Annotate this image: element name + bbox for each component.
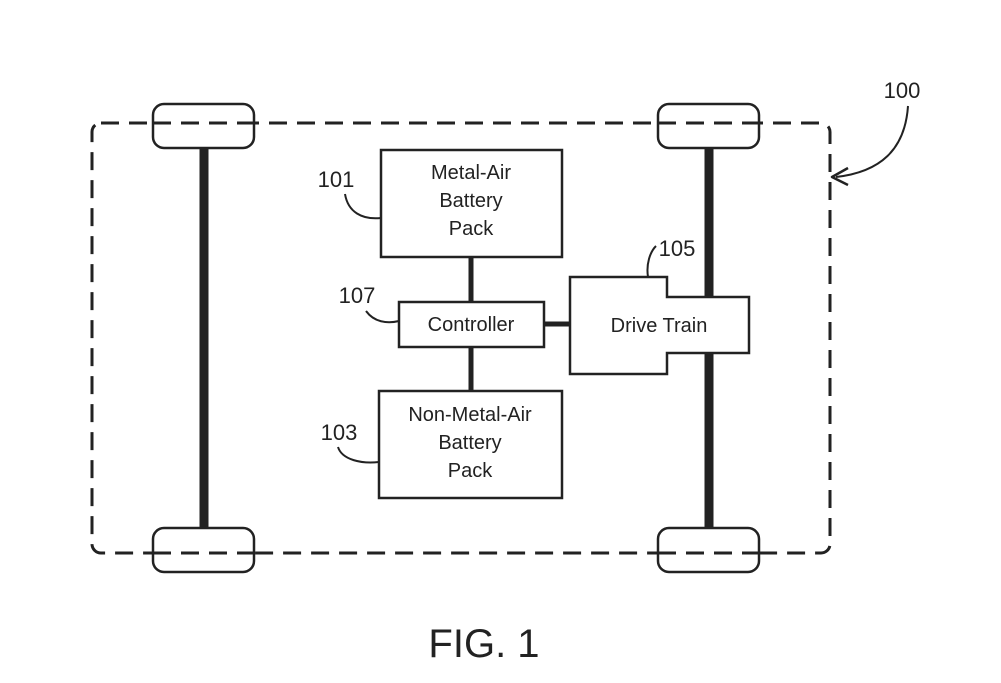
ref-label-105: 105	[659, 236, 696, 261]
leader-101	[344, 193, 382, 220]
metal-air-battery-label-2: Battery	[439, 190, 502, 212]
wheel-rear-top	[656, 102, 761, 150]
non-metal-air-battery-label-1: Non-Metal-Air	[408, 404, 532, 426]
non-metal-air-battery-label-2: Battery	[438, 432, 501, 454]
ref-label-107: 107	[339, 283, 376, 308]
ref-label-101: 101	[318, 167, 355, 192]
metal-air-battery-box	[379, 148, 564, 259]
leader-107	[365, 310, 400, 324]
ref-label-103: 103	[321, 420, 358, 445]
wheel-front-bottom	[151, 526, 256, 574]
non-metal-air-battery-label-3: Pack	[448, 460, 493, 482]
ref-label-100: 100	[884, 78, 921, 103]
leader-100	[835, 105, 909, 178]
drive-train-box	[568, 275, 751, 376]
metal-air-battery-label-1: Metal-Air	[431, 162, 511, 184]
drive-train-label: Drive Train	[611, 315, 708, 337]
metal-air-battery-label-3: Pack	[449, 218, 494, 240]
leader-103	[337, 446, 380, 464]
vehicle-outline	[90, 121, 832, 555]
arrowhead-100	[830, 166, 849, 187]
wheel-front-top	[151, 102, 256, 150]
wheel-rear-bottom	[656, 526, 761, 574]
controller-box	[397, 300, 546, 349]
leader-105	[646, 245, 657, 278]
non-metal-air-battery-box	[377, 389, 564, 500]
controller-label: Controller	[428, 314, 515, 336]
figure-caption: FIG. 1	[428, 622, 539, 666]
